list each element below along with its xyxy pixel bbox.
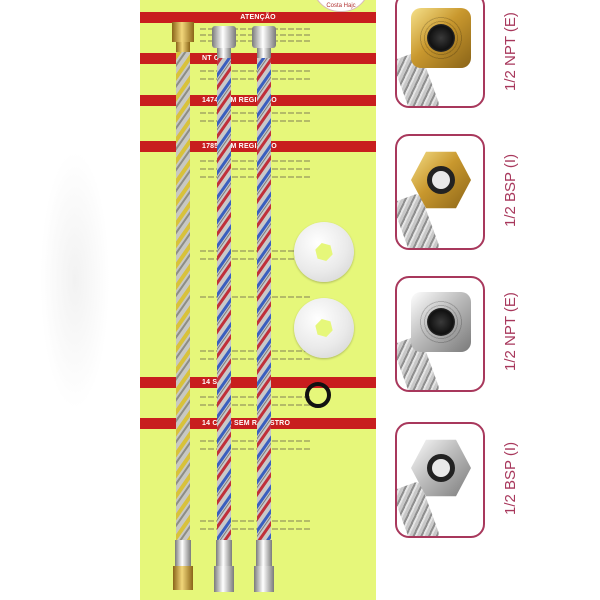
hose-1-top-nut [172, 22, 194, 42]
hose-2-top-ferrule [217, 48, 231, 58]
brand-logo-text: Costa Hajc [326, 3, 356, 9]
fitting-bore [427, 24, 455, 52]
fine-print [200, 258, 310, 260]
fine-print [200, 520, 310, 522]
fine-print [200, 358, 310, 360]
fitting-bore [427, 166, 455, 194]
fine-print [200, 440, 310, 442]
fine-print [200, 78, 310, 80]
fitting-bore [427, 454, 455, 482]
fine-print [200, 404, 310, 406]
hose-3-top-nut [252, 26, 276, 48]
warning-header: ATENÇÃO [140, 12, 376, 23]
fine-print [200, 448, 310, 450]
hose-2-bottom-thread [214, 566, 234, 592]
hose-3-top-ferrule [257, 48, 271, 58]
product-packaging-card: Costa Hajc ATENÇÃO NT CO 1474 TOM REGIST… [140, 0, 376, 600]
fine-print [200, 350, 310, 352]
fitting-label-3: 1/2 NPT (E) [502, 292, 519, 372]
hose-3-bottom-ferrule [256, 540, 272, 566]
hose-1-braid [176, 52, 190, 540]
fine-print [200, 112, 310, 114]
fine-print [200, 250, 310, 252]
fine-print [200, 70, 310, 72]
fine-print [200, 176, 310, 178]
flange-washer [294, 298, 354, 358]
fitting-label-4: 1/2 BSP (I) [502, 441, 519, 515]
fine-print [200, 296, 310, 298]
fitting-tile-4 [395, 422, 485, 538]
fitting-tile-1 [395, 0, 485, 108]
fine-print [200, 528, 310, 530]
fine-print [200, 168, 310, 170]
hose-3-braid [257, 58, 271, 540]
hose-2-braid [217, 58, 231, 540]
fitting-tile-3 [395, 276, 485, 392]
fitting-tile-2 [395, 134, 485, 250]
fine-print [200, 160, 310, 162]
rubber-o-ring [305, 382, 331, 408]
fitting-label-2: 1/2 BSP (I) [502, 153, 519, 227]
hose-3-bottom-thread [254, 566, 274, 592]
fitting-bore [427, 308, 455, 336]
hose-2-top-nut [212, 26, 236, 48]
fine-print [200, 120, 310, 122]
faded-product-shadow [40, 150, 110, 410]
hose-1-top-ferrule [176, 42, 190, 52]
hose-1-bottom-ferrule [175, 540, 191, 566]
fine-print [200, 396, 310, 398]
flange-washer [294, 222, 354, 282]
braided-hoses [172, 22, 276, 592]
hose-2-bottom-ferrule [216, 540, 232, 566]
fitting-label-1: 1/2 NPT (E) [502, 12, 519, 92]
hose-1-bottom-thread [173, 566, 193, 590]
